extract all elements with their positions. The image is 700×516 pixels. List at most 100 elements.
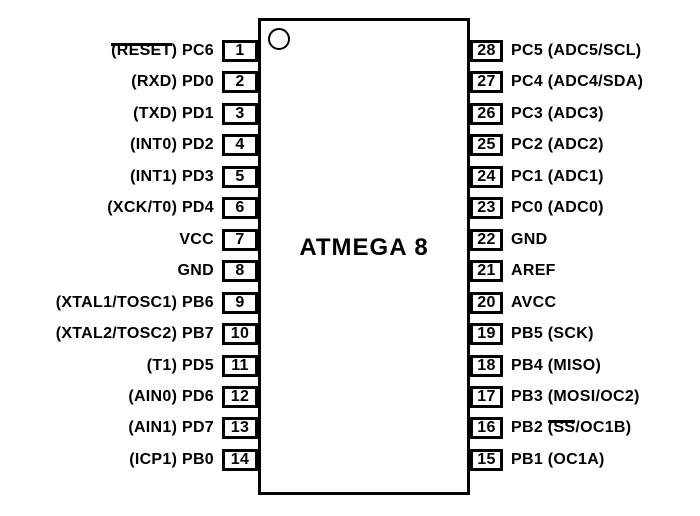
pin-label: (XTAL1/TOSC1) PB6 — [55, 293, 214, 311]
chip-body: ATMEGA 8 — [258, 18, 470, 495]
pin-label: PB1 (OC1A) — [511, 450, 605, 468]
pin-number-box: 4 — [222, 134, 258, 157]
pin-number: 9 — [235, 293, 245, 311]
pin-label: PC4 (ADC4/SDA) — [511, 73, 644, 91]
pin-row: GND 22 — [0, 228, 700, 251]
overline-text: (SS — [547, 417, 576, 439]
pin-number-box: 19 — [470, 323, 503, 346]
pin-number: 28 — [477, 42, 496, 59]
pin-label: AREF — [511, 262, 556, 280]
pin-label: (INT0) PD2 — [130, 136, 214, 154]
pin-number-box: 18 — [470, 354, 503, 377]
pin-row: PB5 (SCK)19 — [0, 323, 700, 346]
pin-row: (INT0) PD2 4 — [0, 134, 700, 157]
pin-number: 15 — [477, 450, 496, 468]
pin-row: PC0 (ADC0) 23 — [0, 197, 700, 220]
pin-number: 18 — [477, 356, 496, 374]
pin-label: PB4 (MISO) — [511, 356, 602, 374]
pin-label: (ICP1) PB0 — [129, 450, 214, 468]
pin-number: 7 — [235, 230, 245, 248]
pin-label: AVCC — [511, 293, 557, 311]
pin-number-box: 14 — [222, 448, 258, 471]
pin-number: 1 — [235, 42, 245, 59]
pin-label: PC2 (ADC2) — [511, 136, 604, 154]
pin-label: GND — [511, 230, 548, 248]
pin-row: PB1 (OC1A) 15 — [0, 448, 700, 471]
pin-number: 16 — [477, 419, 496, 437]
pin-number-box: 8 — [222, 260, 258, 283]
pin-number-box: 13 — [222, 417, 258, 440]
pin-number-box: 15 — [470, 448, 503, 471]
pin-row: PB2 (SS/OC1B) 16 — [0, 417, 700, 440]
pin-row: (RESET) PC6 1 — [0, 40, 700, 62]
pin-label: (INT1) PD3 — [130, 167, 214, 185]
pin-row: (ICP1) PB0 14 — [0, 448, 700, 471]
pin-number: 10 — [230, 325, 250, 343]
pin-number: 27 — [477, 73, 496, 91]
pin-number-box: 3 — [222, 102, 258, 125]
pin-number: 6 — [235, 199, 245, 217]
pin-number-box: 28 — [470, 40, 503, 62]
pin-number-box: 26 — [470, 102, 503, 125]
pin-label: (AIN0) PD6 — [128, 387, 214, 405]
pin-number-box: 16 — [470, 417, 503, 440]
pin-number-box: 1 — [222, 40, 258, 62]
pin-row: AREF 21 — [0, 260, 700, 283]
pin1-indicator-icon — [268, 28, 290, 50]
pin-number: 13 — [230, 419, 250, 437]
chip-name: ATMEGA 8 — [299, 234, 429, 261]
overline-text: (RESET — [111, 40, 173, 62]
pin-label: (RXD) PD0 — [131, 73, 214, 91]
pin-row: PB3 (MOSI/OC2) 17 — [0, 385, 700, 408]
pin-row: AVCC 20 — [0, 291, 700, 314]
pin-number: 5 — [235, 167, 245, 185]
pin-label: (AIN1) PD7 — [128, 419, 214, 437]
pin-row: (AIN0) PD6 12 — [0, 385, 700, 408]
pin-number-box: 10 — [222, 323, 258, 346]
pin-row: (XTAL1/TOSC1) PB6 9 — [0, 291, 700, 314]
pin-label: PB2 (SS/OC1B) — [511, 417, 631, 439]
pin-label: PC5 (ADC5/SCL) — [511, 42, 642, 59]
pin-number: 26 — [477, 104, 496, 122]
pin-number-box: 23 — [470, 197, 503, 220]
pin-number: 8 — [235, 262, 245, 280]
pin-label: (XTAL2/TOSC2) PB7 — [55, 325, 214, 343]
pin-number-box: 5 — [222, 165, 258, 188]
pin-row: (INT1) PD3 5 — [0, 165, 700, 188]
pin-number-box: 6 — [222, 197, 258, 220]
pin-number-box: 27 — [470, 71, 503, 94]
pin-number-box: 22 — [470, 228, 503, 251]
pin-number: 24 — [477, 167, 496, 185]
pin-number: 4 — [235, 136, 245, 154]
pin-label: PB3 (MOSI/OC2) — [511, 387, 640, 405]
pin-number: 11 — [231, 356, 249, 374]
pin-label: (TXD) PD1 — [133, 104, 214, 122]
pin-label: PC0 (ADC0) — [511, 199, 604, 217]
pin-row: (XCK/T0) PD4 6 — [0, 197, 700, 220]
pin-number: 23 — [477, 199, 496, 217]
pin-row: PC1 (ADC1)24 — [0, 165, 700, 188]
pin-row: PC3 (ADC3)26 — [0, 102, 700, 125]
pin-row: PB4 (MISO) 18 — [0, 354, 700, 377]
pin-number: 21 — [477, 262, 496, 280]
pin-row: PC4 (ADC4/SDA) 27 — [0, 71, 700, 94]
pin-label: (RESET) PC6 — [0, 40, 214, 62]
pin-number: 22 — [477, 230, 496, 248]
pin-row: (XTAL2/TOSC2) PB7 10 — [0, 323, 700, 346]
pin-label: (XCK/T0) PD4 — [107, 199, 214, 217]
pin-number-box: 12 — [222, 385, 258, 408]
pin-number: 3 — [235, 104, 245, 122]
pin-number-box: 7 — [222, 228, 258, 251]
pin-number-box: 2 — [222, 71, 258, 94]
pin-label: GND — [177, 262, 214, 280]
pin-row: (TXD) PD1 3 — [0, 102, 700, 125]
pin-number-box: 21 — [470, 260, 503, 283]
pin-number-box: 20 — [470, 291, 503, 314]
pin-number-box: 17 — [470, 385, 503, 408]
pin-number-box: 9 — [222, 291, 258, 314]
pin-row: PC2 (ADC2)25 — [0, 134, 700, 157]
pin-row: PC5 (ADC5/SCL) 28 — [0, 40, 700, 62]
pin-number: 20 — [477, 293, 496, 311]
